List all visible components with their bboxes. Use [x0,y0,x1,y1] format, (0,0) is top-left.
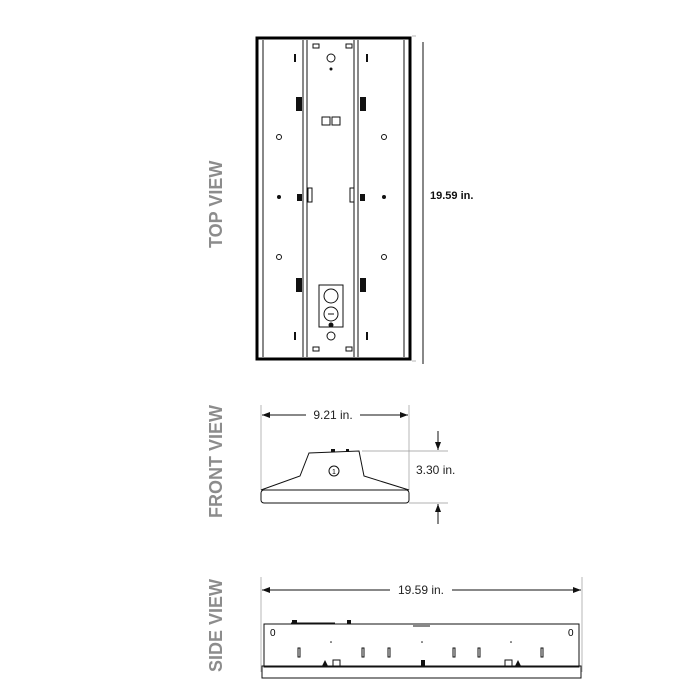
side-view-end-mark-right: 0 [568,628,574,639]
side-view: 19.59 in. 0 0 [260,577,583,679]
front-view-width-dimension: 9.21 in. [313,408,352,422]
front-view-label: FRONT VIEW [206,405,226,518]
front-view: 9.21 in. 1 3.30 in. [260,405,455,524]
front-view-callout: 1 [332,469,336,476]
side-view-end-mark-left: 0 [270,628,276,639]
top-view-length-dimension: 19.59 in. [430,190,473,202]
top-view-label: TOP VIEW [206,161,226,248]
front-view-height-dimension: 3.30 in. [416,463,455,477]
top-view: 19.59 in. [255,35,473,364]
side-view-length-dimension: 19.59 in. [398,583,444,597]
side-view-label: SIDE VIEW [206,579,226,672]
